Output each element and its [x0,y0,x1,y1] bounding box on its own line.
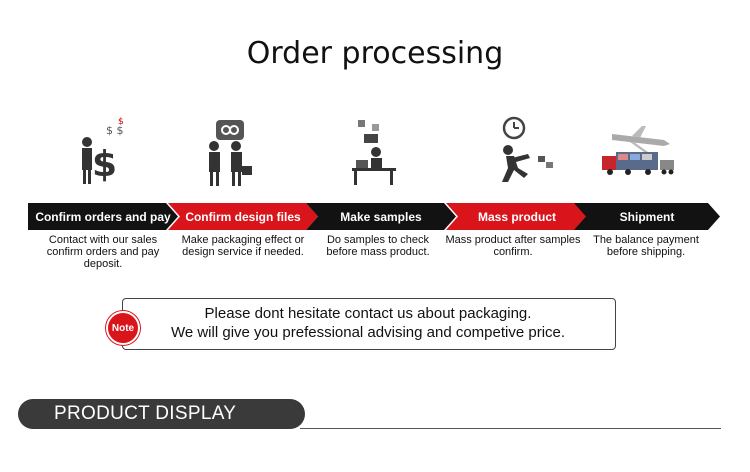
step-confirm-orders: Confirm orders and pay [28,203,178,230]
svg-text:$: $ [118,117,124,127]
airplane-trucks-icon [602,126,674,175]
running-clock-icon [502,116,553,182]
step-make-samples: Make samples [306,203,456,230]
note-badge: Note [106,311,140,345]
step-confirm-design: Confirm design files [168,203,318,230]
section-header-product-display: PRODUCT DISPLAY [18,399,305,429]
svg-text:$ $: $ $ [106,124,124,137]
svg-text:$: $ [92,144,117,185]
people-agreement-icon [209,120,252,186]
step-desc: The balance payment before shipping. [593,234,699,258]
step-desc: Make packaging effect or design service … [181,234,305,258]
desk-worker-icon [352,120,396,185]
process-arrow-bar: Confirm orders and pay Confirm design fi… [28,203,720,230]
step-mass-product: Mass product [446,203,588,230]
step-desc: Contact with our sales confirm orders an… [46,234,160,270]
section-divider [300,428,721,429]
note-box [122,298,616,350]
money-handshake-icon: $ $ $ $ [82,117,124,185]
note-line-2: We will give you prefessional advising a… [170,324,566,341]
page-title: Order processing [246,36,504,71]
step-desc: Do samples to check before mass product. [326,234,430,258]
step-desc: Mass product after samples confirm. [445,234,581,258]
note-line-1: Please dont hesitate contact us about pa… [204,305,532,322]
step-shipment: Shipment [574,203,720,230]
